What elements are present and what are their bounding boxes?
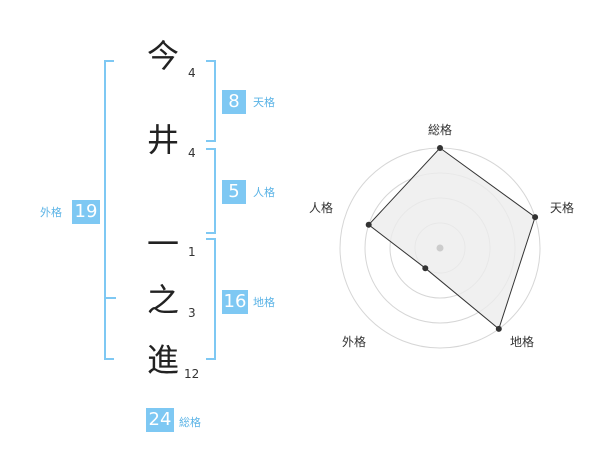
radar-axis-label-jinkaku: 人格: [309, 201, 334, 215]
radar-axis-label-chikaku: 地格: [510, 335, 535, 349]
radar-axis-label-soukaku: 総格: [428, 123, 453, 137]
stroke-count-3: 1: [188, 245, 196, 259]
soukaku-score: 24: [146, 408, 174, 432]
jinkaku-label: 人格: [253, 186, 275, 199]
radar-center-dot: [436, 244, 444, 252]
name-char-5: 進: [146, 341, 179, 379]
chikaku-score: 16: [222, 290, 248, 314]
name-char-4: 之: [146, 281, 179, 319]
name-char-3: 一: [146, 225, 179, 263]
stroke-count-1: 4: [188, 66, 196, 80]
jinkaku-bracket: [206, 148, 216, 234]
gaikaku-bracket-tick: [104, 297, 116, 299]
stroke-count-2: 4: [188, 146, 196, 160]
radar-axis-label-tenkaku: 天格: [550, 201, 575, 215]
radar-point-1: [437, 145, 443, 151]
radar-point-5: [365, 221, 372, 228]
chikaku-label: 地格: [253, 296, 275, 309]
radar-point-3: [495, 325, 502, 332]
radar-point-4: [422, 265, 429, 272]
name-char-2: 井: [146, 121, 179, 159]
jinkaku-score: 5: [222, 180, 246, 204]
soukaku-label: 総格: [179, 416, 201, 429]
tenkaku-score: 8: [222, 90, 246, 114]
tenkaku-label: 天格: [253, 96, 275, 109]
stroke-count-5: 12: [184, 367, 200, 381]
chikaku-bracket: [206, 238, 216, 360]
radar-axis-label-gaikaku: 外格: [342, 335, 367, 349]
name-char-1: 今: [146, 37, 179, 75]
gaikaku-score: 19: [72, 200, 100, 224]
radar-data-polygon: [367, 147, 536, 330]
radar-point-2: [532, 214, 539, 221]
stroke-count-4: 3: [188, 306, 196, 320]
gaikaku-bracket: [104, 60, 114, 360]
gaikaku-label: 外格: [40, 206, 62, 219]
tenkaku-bracket: [206, 60, 216, 142]
